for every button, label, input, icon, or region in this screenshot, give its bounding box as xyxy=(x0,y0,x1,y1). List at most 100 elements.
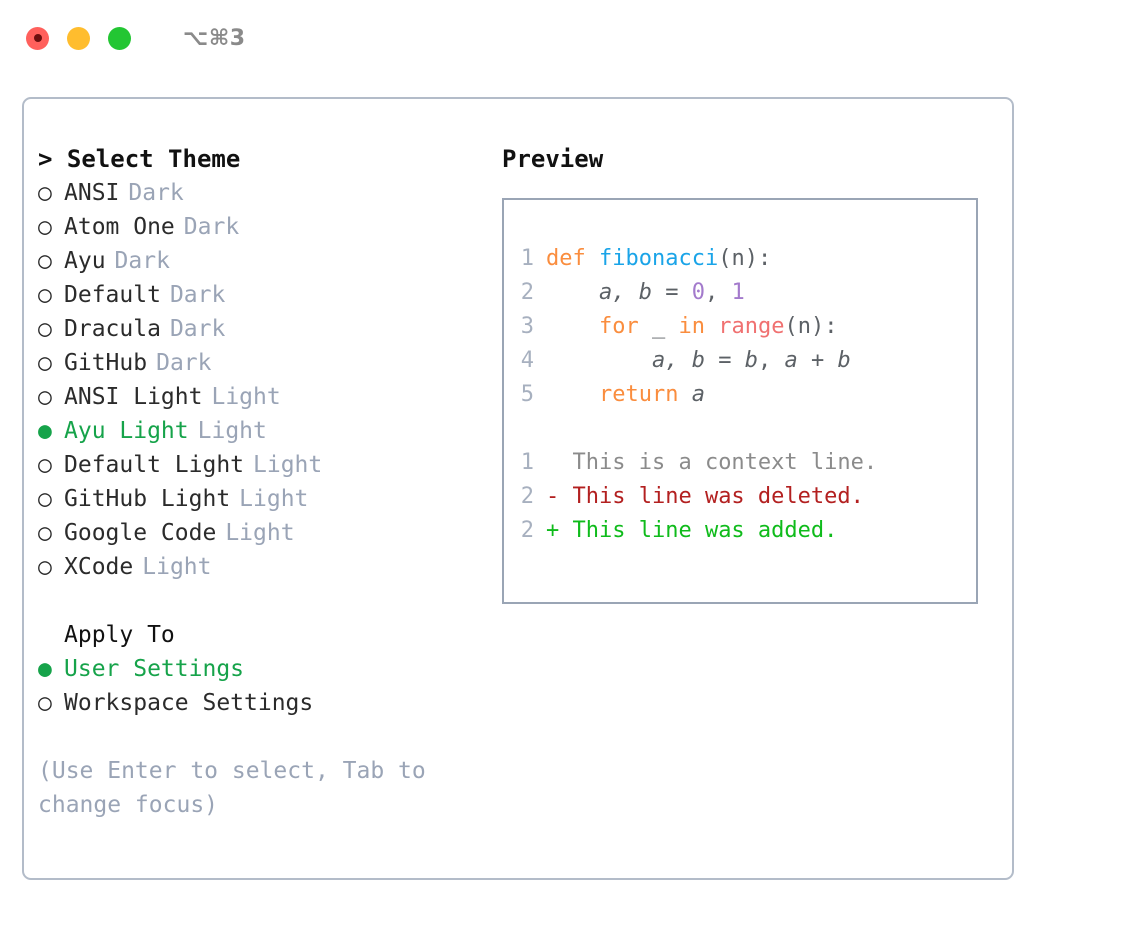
diff-text: + This line was added. xyxy=(546,514,837,548)
maximize-button[interactable] xyxy=(108,26,131,50)
code-token-punc: (n): xyxy=(718,246,772,271)
code-token-var: a xyxy=(691,382,705,407)
diff-marker xyxy=(546,450,559,475)
radio-unselected-icon: ○ xyxy=(38,520,52,546)
preview-heading: Preview xyxy=(502,145,604,173)
theme-variant-tag: Light xyxy=(253,452,323,478)
theme-variant-tag: Light xyxy=(211,384,281,410)
code-text: a, b = 0, 1 xyxy=(546,276,745,310)
theme-variant-tag: Dark xyxy=(156,350,212,376)
select-theme-title: Select Theme xyxy=(66,145,241,173)
apply-to-option-label: User Settings xyxy=(64,656,245,682)
code-token-var: b xyxy=(837,348,851,373)
theme-option-ayu-light[interactable]: ● Ayu Light Light xyxy=(38,414,493,448)
code-token-kw: for xyxy=(598,314,639,339)
theme-option-label: GitHub xyxy=(64,350,148,376)
close-button[interactable] xyxy=(26,26,49,50)
apply-to-title: Apply To xyxy=(64,622,175,648)
title-bar: ⌥⌘3 xyxy=(0,0,1140,76)
apply-to-option-list[interactable]: ● User Settings ○Workspace Settings xyxy=(38,652,493,720)
code-token-var: b xyxy=(744,348,758,373)
line-number: 5 xyxy=(520,382,534,407)
code-token-num: 0 xyxy=(691,280,705,305)
section-spacer xyxy=(38,584,493,618)
theme-variant-tag: Light xyxy=(197,418,267,444)
code-text: def fibonacci(n): xyxy=(546,242,771,276)
code-token-punc xyxy=(705,314,718,339)
code-line: 4 a, b = b, a + b xyxy=(504,344,976,378)
theme-option-github[interactable]: ○ GitHub Dark xyxy=(38,346,493,380)
theme-variant-tag: Dark xyxy=(114,248,170,274)
code-token-kw: in xyxy=(678,314,705,339)
code-token-kw: return xyxy=(598,382,679,407)
code-token-punc xyxy=(546,382,599,407)
theme-option-label: Default xyxy=(64,282,161,308)
radio-selected-icon: ● xyxy=(38,656,52,682)
code-token-punc: = xyxy=(651,280,692,305)
diff-line-text: This line was added. xyxy=(559,518,838,543)
code-text: return a xyxy=(546,378,705,412)
window-controls xyxy=(26,26,131,50)
diff-line-ctx: 1 This is a context line. xyxy=(504,446,976,480)
theme-option-label: Default Light xyxy=(64,452,245,478)
theme-variant-tag: Light xyxy=(239,486,309,512)
code-diff-spacer xyxy=(504,412,976,446)
diff-text: This is a context line. xyxy=(546,446,877,480)
diff-sample: 1 This is a context line.2- This line wa… xyxy=(504,446,976,548)
theme-option-label: XCode xyxy=(64,554,134,580)
code-token-punc: , xyxy=(757,348,785,373)
code-line: 2 a, b = 0, 1 xyxy=(504,276,976,310)
theme-option-label: Google Code xyxy=(64,520,217,546)
line-number: 4 xyxy=(520,348,534,373)
keyboard-hint-text: (Use Enter to select, Tab to change focu… xyxy=(38,758,440,818)
radio-unselected-icon: ○ xyxy=(38,248,52,274)
radio-unselected-icon: ○ xyxy=(38,384,52,410)
minimize-button[interactable] xyxy=(67,26,90,50)
code-token-punc: (n): xyxy=(784,314,838,339)
code-text: for _ in range(n): xyxy=(546,310,837,344)
theme-option-label: Ayu Light xyxy=(64,418,189,444)
radio-selected-icon: ● xyxy=(38,418,52,444)
theme-variant-tag: Light xyxy=(225,520,295,546)
line-number: 2 xyxy=(520,280,534,305)
diff-text: - This line was deleted. xyxy=(546,480,864,514)
code-token-punc: , xyxy=(704,280,732,305)
code-token-punc: + xyxy=(797,348,838,373)
code-line: 5 return a xyxy=(504,378,976,412)
theme-option-label: GitHub Light xyxy=(64,486,231,512)
code-text: a, b = b, a + b xyxy=(546,344,851,378)
radio-unselected-icon: ○ xyxy=(38,282,52,308)
code-token-punc xyxy=(546,280,599,305)
diff-line-text: This line was deleted. xyxy=(559,484,864,509)
line-number: 3 xyxy=(520,314,534,339)
theme-option-google-code[interactable]: ○ Google Code Light xyxy=(38,516,493,550)
diff-marker: - xyxy=(546,484,560,509)
theme-variant-tag: Dark xyxy=(169,316,226,342)
radio-unselected-icon: ○ xyxy=(38,350,52,376)
diff-marker: + xyxy=(546,518,560,543)
apply-to-option-user-settings[interactable]: ● User Settings xyxy=(38,652,493,686)
code-token-punc xyxy=(546,348,652,373)
apply-to-option-workspace-settings[interactable]: ○Workspace Settings xyxy=(38,686,493,720)
code-token-fn: fibonacci xyxy=(598,246,719,271)
keyboard-shortcut-label: ⌥⌘3 xyxy=(183,25,246,51)
theme-option-default-light[interactable]: ○ Default Light Light xyxy=(38,448,493,482)
theme-option-default[interactable]: ○ Default Dark xyxy=(38,278,493,312)
radio-unselected-icon: ○ xyxy=(38,452,52,478)
theme-variant-tag: Dark xyxy=(169,282,226,308)
apply-to-option-label: Workspace Settings xyxy=(64,690,314,716)
diff-line-text: This is a context line. xyxy=(559,450,878,475)
